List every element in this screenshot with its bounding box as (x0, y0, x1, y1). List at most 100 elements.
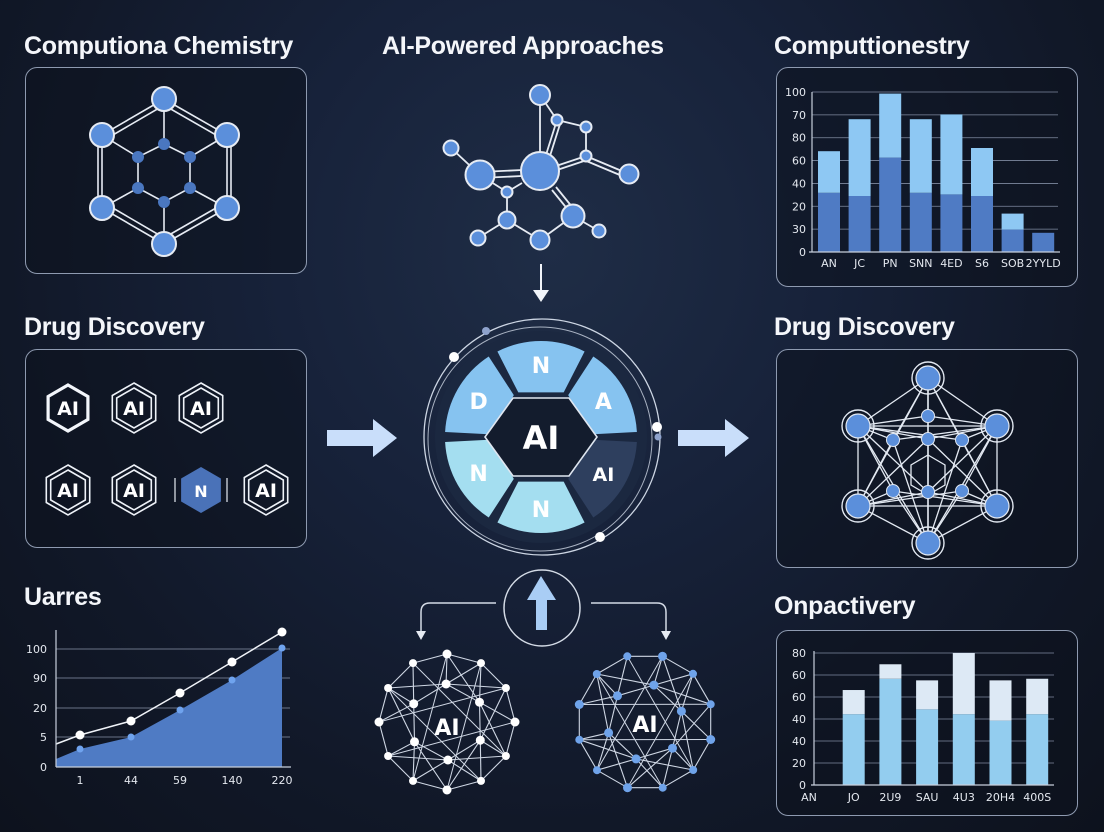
drug-discovery-badges-panel (25, 349, 307, 548)
x-tick-label: 20H4 (986, 791, 1015, 804)
badge-label: N (194, 482, 207, 501)
x-tick-label: 2YYLD (1026, 257, 1061, 270)
network-node (658, 783, 667, 792)
x-tick-label: SAU (916, 791, 939, 804)
y-tick-label: 20 (792, 757, 806, 770)
network-node (623, 783, 632, 793)
network-node (592, 670, 601, 678)
bar-lower (1001, 229, 1024, 252)
network-node (442, 785, 452, 795)
y-tick-label: 90 (33, 672, 47, 685)
bar-lower (916, 709, 939, 785)
network-node (706, 735, 716, 744)
y-tick-label: 40 (792, 713, 806, 726)
y-tick-label: 60 (792, 669, 806, 682)
network-node (510, 717, 520, 727)
wheel-segment-bottom (497, 481, 585, 533)
y-tick-label: 40 (792, 177, 806, 190)
network-left-label: AI (434, 716, 459, 741)
badge-label: AI (123, 398, 145, 420)
y-tick-label: 0 (40, 761, 47, 774)
panel-title-computational-chemistry: Computiona Chemistry (24, 32, 294, 60)
panel-title-ai-powered-approaches: AI-Powered Approaches (382, 32, 664, 60)
x-tick-label: 2U9 (879, 791, 901, 804)
y-tick-label: 40 (792, 735, 806, 748)
bar-upper (1001, 213, 1024, 230)
network-node (689, 669, 697, 678)
x-tick-label: JC (853, 257, 865, 270)
bar-lower (848, 196, 871, 252)
ai-badge-5: AI (111, 464, 157, 516)
network-node (501, 684, 510, 692)
network-node (676, 706, 686, 716)
network-node (409, 776, 417, 785)
badge-label: AI (255, 480, 277, 502)
bar-lower (879, 678, 902, 785)
bar-upper (971, 148, 993, 196)
x-tick-label: JO (847, 791, 860, 804)
x-tick-label: 140 (222, 774, 243, 787)
wheel-hub-label: AI (523, 419, 560, 457)
ai-badge-6: N (174, 467, 228, 513)
x-tick-label: SNN (909, 257, 932, 270)
y-tick-label: 60 (792, 155, 806, 168)
bar-lower (1026, 714, 1049, 785)
ai-hub-hexagon (484, 397, 598, 477)
x-tick-label: AN (801, 791, 817, 804)
bar-upper (879, 664, 902, 679)
network-node (575, 735, 584, 744)
network-node (613, 691, 622, 701)
x-tick-label: 1 (77, 774, 84, 787)
bar-lower (971, 196, 993, 252)
x-tick-label: AN (821, 257, 837, 270)
x-tick-label: PN (883, 257, 898, 270)
network-node (649, 680, 659, 690)
bar-lower (909, 192, 932, 252)
wheel-segment-label: N (532, 498, 550, 523)
bar-upper (848, 119, 871, 196)
network-node (668, 743, 677, 753)
network-node (443, 755, 453, 765)
y-tick-label: 60 (792, 691, 806, 704)
network-node (593, 766, 601, 775)
y-tick-label: 5 (40, 731, 47, 744)
bar-upper (989, 680, 1012, 721)
bar-lower (940, 194, 963, 252)
network-node (475, 697, 484, 707)
network-node (623, 652, 632, 661)
x-tick-label: 59 (173, 774, 187, 787)
arrow-up-icon (527, 576, 556, 630)
bar-lower (952, 714, 975, 785)
badge-label: AI (57, 398, 79, 420)
panel-title-drug-discovery-left: Drug Discovery (24, 313, 205, 341)
y-tick-label: 70 (792, 109, 806, 122)
ai-badge-3: AI (178, 382, 224, 434)
network-node (441, 679, 451, 689)
panel-title-uarres: Uarres (24, 583, 102, 611)
y-tick-label: 0 (799, 779, 806, 792)
bar-lower (989, 720, 1012, 785)
ai-badge-1: AI (46, 383, 90, 433)
x-tick-label: 44 (124, 774, 138, 787)
network-node (374, 717, 384, 727)
x-tick-label: 220 (272, 774, 293, 787)
bar-lower (818, 192, 840, 252)
badge-label: AI (190, 398, 212, 420)
bar-upper (842, 690, 865, 715)
bar-upper (879, 93, 902, 158)
ai-badge-2: AI (111, 382, 157, 434)
bar-upper (818, 151, 840, 193)
y-tick-label: 100 (785, 86, 806, 99)
bar-lower (842, 714, 865, 785)
network-node (475, 735, 485, 745)
y-tick-label: 100 (26, 643, 47, 656)
panel-title-drug-discovery-right: Drug Discovery (774, 313, 955, 341)
bar-upper (909, 119, 932, 193)
x-tick-label: 4U3 (953, 791, 975, 804)
bar-upper (952, 653, 975, 715)
y-tick-label: 20 (33, 702, 47, 715)
network-node (442, 649, 452, 659)
